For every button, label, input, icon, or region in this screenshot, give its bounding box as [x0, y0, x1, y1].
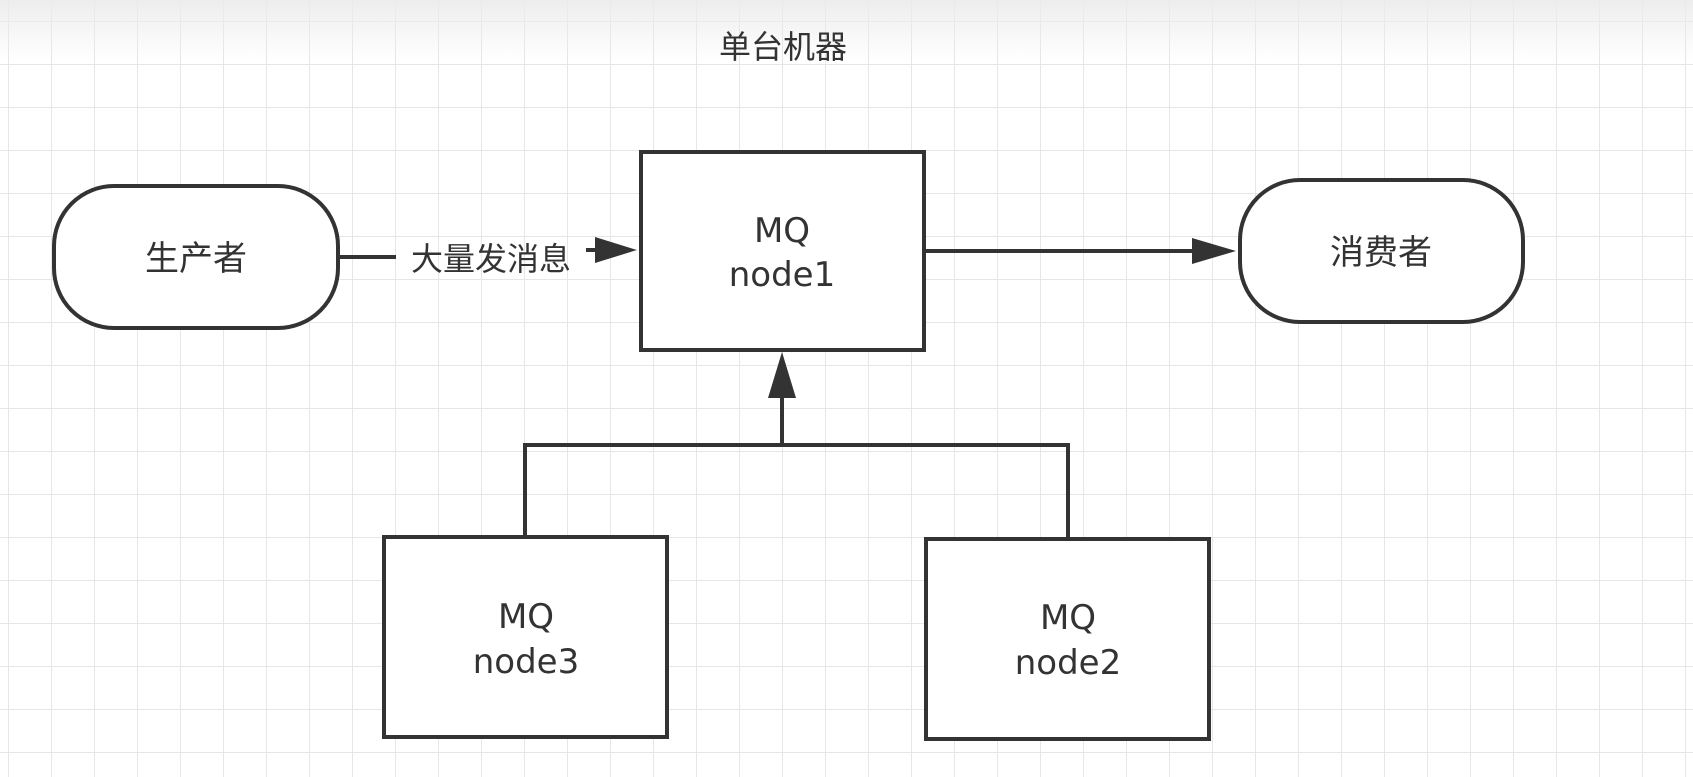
- mq-node1-label-line2: node1: [729, 255, 835, 295]
- mq-node2-label-line1: MQ: [1040, 598, 1096, 638]
- edge-producer-to-node1[interactable]: 大量发消息: [339, 237, 637, 278]
- mq-node1-label-line1: MQ: [754, 211, 810, 251]
- edge-join-line[interactable]: [523, 443, 1070, 538]
- mq-node3-label-line2: node3: [473, 642, 579, 682]
- consumer-label: 消费者: [1330, 233, 1432, 273]
- mq-node2-label-line2: node2: [1015, 643, 1121, 683]
- consumer-node[interactable]: 消费者: [1238, 178, 1525, 324]
- edge-label-mass-send: 大量发消息: [411, 240, 571, 278]
- mq-node2-shape[interactable]: [924, 537, 1211, 741]
- mq-node1-shape[interactable]: [639, 150, 926, 352]
- diagram-title: 单台机器: [719, 28, 847, 66]
- producer-label: 生产者: [145, 239, 247, 279]
- consumer-shape[interactable]: [1238, 178, 1525, 324]
- mq-node3[interactable]: MQ node3: [382, 535, 669, 739]
- producer-shape[interactable]: [52, 184, 340, 330]
- producer-node[interactable]: 生产者: [52, 184, 340, 330]
- arrowhead-icon: [1192, 238, 1236, 264]
- mq-node3-shape[interactable]: [382, 535, 669, 739]
- arrowhead-icon: [768, 352, 796, 398]
- mq-node2[interactable]: MQ node2: [924, 537, 1211, 741]
- arrowhead-icon: [595, 237, 637, 263]
- edge-node1-to-consumer[interactable]: [926, 238, 1236, 264]
- mq-node3-label-line1: MQ: [498, 597, 554, 637]
- mq-node1[interactable]: MQ node1: [639, 150, 926, 352]
- edge-replicas-to-node1[interactable]: [523, 352, 1070, 538]
